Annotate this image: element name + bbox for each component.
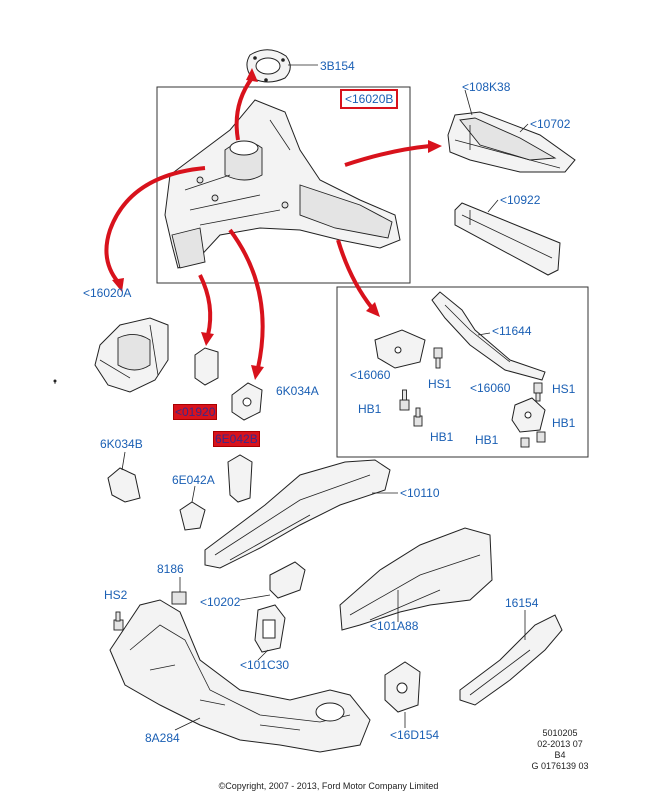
reference-date: 02-2013 07 [537, 739, 583, 749]
callout-6e042a[interactable]: 6E042A [172, 473, 215, 487]
callout-hs2[interactable]: HS2 [104, 588, 128, 602]
bracket-6e042b-part[interactable] [227, 454, 253, 503]
bracket-6e042a-part[interactable] [179, 501, 206, 531]
bolt-hs1-a[interactable] [433, 347, 443, 369]
mount-16020a-part[interactable] [94, 317, 169, 393]
apron-10110-part[interactable] [204, 459, 391, 569]
callout-8a284[interactable]: 8A284 [145, 731, 180, 745]
callout-hb1-b[interactable]: HB1 [430, 430, 454, 444]
callout-10202[interactable]: <10202 [200, 595, 241, 609]
bolt-hb1-b[interactable] [413, 407, 423, 427]
bracket-16060-right-part[interactable] [511, 397, 546, 433]
carrier-8a284-part[interactable] [109, 599, 371, 753]
bolt-hb1-d[interactable] [536, 431, 546, 443]
callout-11644[interactable]: <11644 [492, 324, 532, 338]
upper-assembly-frame [156, 86, 411, 284]
clip-8186-part[interactable] [171, 591, 187, 605]
callout-10110[interactable]: <10110 [400, 486, 440, 500]
arrow-to-01920 [198, 274, 213, 336]
bolt-hb1-c[interactable] [520, 437, 530, 448]
arrow-to-16020a [104, 166, 206, 284]
screw-hs2-part[interactable] [113, 611, 124, 631]
bracket-01920-part[interactable] [194, 347, 219, 386]
rail-10702-part[interactable] [447, 111, 576, 173]
reinforcement-10922-part[interactable] [454, 202, 561, 276]
callout-hs1-a[interactable]: HS1 [428, 377, 452, 391]
callout-16020a[interactable]: <16020A [83, 286, 132, 300]
arrow-to-6k034a [228, 228, 265, 369]
bracket-101c30-part[interactable] [254, 604, 286, 653]
bolt-hb1-a[interactable] [399, 389, 410, 411]
rail-101a88-part[interactable] [339, 527, 493, 631]
bracket-16d154-part[interactable] [384, 661, 421, 713]
gasket-3b154-part[interactable] [246, 49, 291, 83]
bolt-hs1-b[interactable] [533, 382, 543, 402]
callout-hb1-d[interactable]: HB1 [552, 416, 576, 430]
copyright-notice: ©Copyright, 2007 - 2013, Ford Motor Comp… [218, 781, 439, 791]
crossmember-frame [336, 286, 589, 458]
callout-3b154[interactable]: 3B154 [320, 59, 355, 73]
callout-6k034a[interactable]: 6K034A [276, 384, 319, 398]
diagram-reference-block: 5010205 02-2013 07 B4 G 0176139 03 [520, 728, 600, 772]
callout-hb1-c[interactable]: HB1 [475, 433, 499, 447]
callout-101a88[interactable]: <101A88 [370, 619, 419, 633]
callout-108k38[interactable]: <108K38 [462, 80, 511, 94]
callout-10922[interactable]: <10922 [500, 193, 541, 207]
callout-hb1-a[interactable]: HB1 [358, 402, 382, 416]
bracket-6k034a-part[interactable] [231, 382, 263, 421]
callout-01920[interactable]: <01920 [173, 404, 218, 420]
arrow-to-crossmember [336, 239, 374, 310]
arrow-to-gasket [234, 76, 254, 141]
callout-16d154[interactable]: <16D154 [390, 728, 440, 742]
apron-assembly-16020b-part[interactable] [164, 99, 401, 269]
crossmember-11644-part[interactable] [431, 291, 546, 381]
reference-code: 5010205 [542, 728, 578, 738]
callout-6e042b[interactable]: 6E042B [213, 431, 260, 447]
callout-101c30[interactable]: <101C30 [240, 658, 290, 672]
rail-16154-part[interactable] [459, 614, 563, 706]
callout-6k034b[interactable]: 6K034B [100, 437, 143, 451]
callout-hs1-b[interactable]: HS1 [552, 382, 576, 396]
callout-16154[interactable]: 16154 [505, 596, 539, 610]
callout-8186[interactable]: 8186 [157, 562, 184, 576]
arrow-to-rail [344, 144, 431, 167]
callout-16020b[interactable]: <16020B [340, 89, 399, 109]
bracket-6k034b-part[interactable] [107, 467, 141, 503]
bracket-10202-part[interactable] [269, 561, 306, 599]
callout-10702[interactable]: <10702 [530, 117, 571, 131]
callout-16060-right[interactable]: <16060 [470, 381, 511, 395]
bracket-16060-left-part[interactable] [374, 329, 426, 369]
reference-variant: B4 [554, 750, 566, 760]
callout-16060-left[interactable]: <16060 [350, 368, 391, 382]
reference-id: G 0176139 03 [531, 761, 589, 771]
